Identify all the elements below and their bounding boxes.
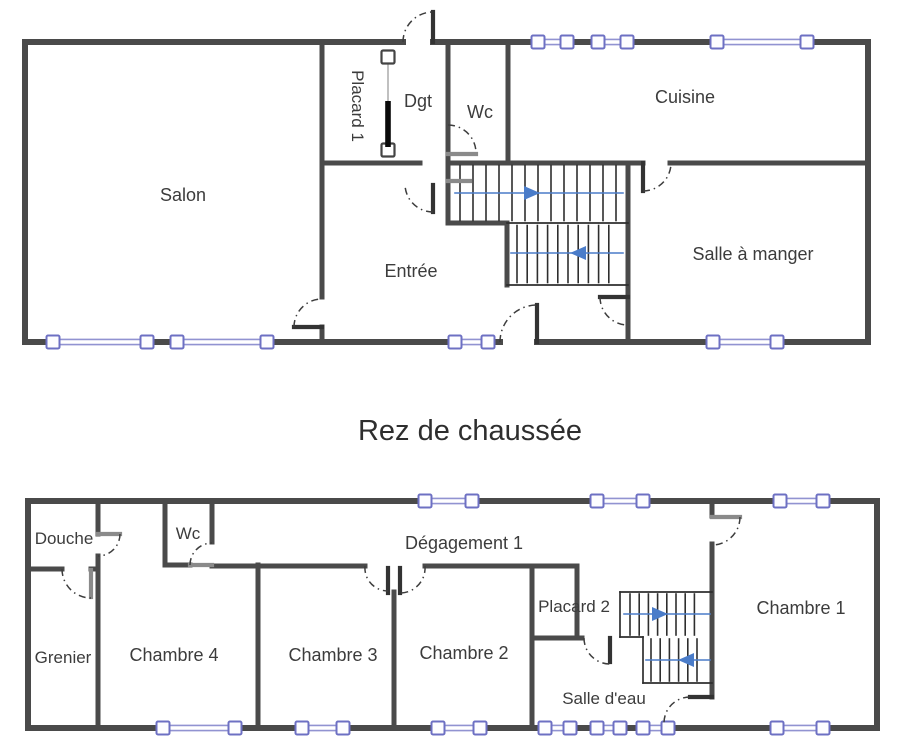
door-swing-arc xyxy=(642,162,672,192)
room-label-salon: Salon xyxy=(160,185,206,205)
room-label-cuisine: Cuisine xyxy=(655,87,715,107)
room-label-chambre-4: Chambre 4 xyxy=(129,645,218,665)
window-frame-square xyxy=(590,34,606,50)
window-frame-square xyxy=(559,34,575,50)
room-label-dgt: Dgt xyxy=(404,91,432,111)
window-frame-square xyxy=(769,334,785,350)
window-frame-square xyxy=(619,34,635,50)
window-frame-square xyxy=(815,720,831,736)
room-label-degagement-1: Dégagement 1 xyxy=(405,533,523,553)
window-frame-square xyxy=(635,720,651,736)
window-frame-square xyxy=(259,334,275,350)
window-frame-square xyxy=(139,334,155,350)
ground-floor-title: Rez de chaussée xyxy=(358,415,582,447)
door-swing-arc xyxy=(599,296,629,326)
window-frame-square xyxy=(709,34,725,50)
stair-arrow-up-head xyxy=(524,186,540,200)
door-swing-arc xyxy=(399,565,426,594)
window-frame-square xyxy=(45,334,61,350)
window-frame-square xyxy=(705,334,721,350)
window-frame-square xyxy=(417,493,433,509)
door-swing-arc xyxy=(663,696,691,724)
room-label-grenier: Grenier xyxy=(35,648,92,667)
room-label-placard-2: Placard 2 xyxy=(538,597,610,616)
room-label-salle-a-manger: Salle à manger xyxy=(692,244,813,264)
window-frame-square xyxy=(589,493,605,509)
window-frame-square xyxy=(769,720,785,736)
stair-arrow-up2-head xyxy=(652,607,668,621)
room-label-entree: Entrée xyxy=(384,261,437,281)
window-frame-square xyxy=(464,493,480,509)
stair-arrow-down-head xyxy=(570,246,586,260)
room-label-placard-1: Placard 1 xyxy=(348,70,367,142)
door-swing-arc xyxy=(364,565,389,592)
window-frame-square xyxy=(169,334,185,350)
door-swing-arc xyxy=(293,298,323,328)
window-frame-square xyxy=(447,334,463,350)
door-swing-arc xyxy=(404,183,434,213)
window-frame-square xyxy=(612,720,628,736)
window-frame-square xyxy=(480,334,496,350)
window-frame-square xyxy=(562,720,578,736)
door-swing-arc xyxy=(61,568,92,599)
window-frame-square xyxy=(537,720,553,736)
room-label-wc-ground: Wc xyxy=(467,102,493,122)
geometry-layer xyxy=(22,9,880,736)
window-frame-square xyxy=(635,493,651,509)
window-frame-square xyxy=(772,493,788,509)
door-swing-arc xyxy=(711,516,741,546)
room-label-chambre-2: Chambre 2 xyxy=(419,643,508,663)
room-label-douche: Douche xyxy=(35,529,94,548)
sliding-door-end-square xyxy=(380,49,396,65)
door-swing-arc xyxy=(402,11,434,43)
window-frame-square xyxy=(430,720,446,736)
room-label-salle-deau: Salle d'eau xyxy=(562,689,646,708)
window-frame-square xyxy=(589,720,605,736)
room-label-chambre-1: Chambre 1 xyxy=(756,598,845,618)
room-label-chambre-3: Chambre 3 xyxy=(288,645,377,665)
window-frame-square xyxy=(530,34,546,50)
door-swing-arc xyxy=(447,124,477,154)
door-swing-arc xyxy=(189,542,213,566)
window-frame-square xyxy=(815,493,831,509)
window-frame-square xyxy=(294,720,310,736)
upper-floor-labels: Douche Wc Dégagement 1 Grenier Chambre 4… xyxy=(35,524,846,708)
window-frame-square xyxy=(155,720,171,736)
window-frame-square xyxy=(660,720,676,736)
window-frame-square xyxy=(472,720,488,736)
room-label-wc-upper: Wc xyxy=(176,524,201,543)
window-frame-square xyxy=(799,34,815,50)
stair-arrow-down2-head xyxy=(678,653,694,667)
door-swing-arc xyxy=(499,304,538,343)
door-swing-arc xyxy=(97,533,121,557)
door-swing-arc xyxy=(583,637,611,665)
ground-floor-labels: Salon Placard 1 Dgt Wc Cuisine Entrée Sa… xyxy=(160,70,814,447)
window-frame-square xyxy=(335,720,351,736)
sliding-door-panel xyxy=(385,101,391,147)
window-frame-square xyxy=(227,720,243,736)
